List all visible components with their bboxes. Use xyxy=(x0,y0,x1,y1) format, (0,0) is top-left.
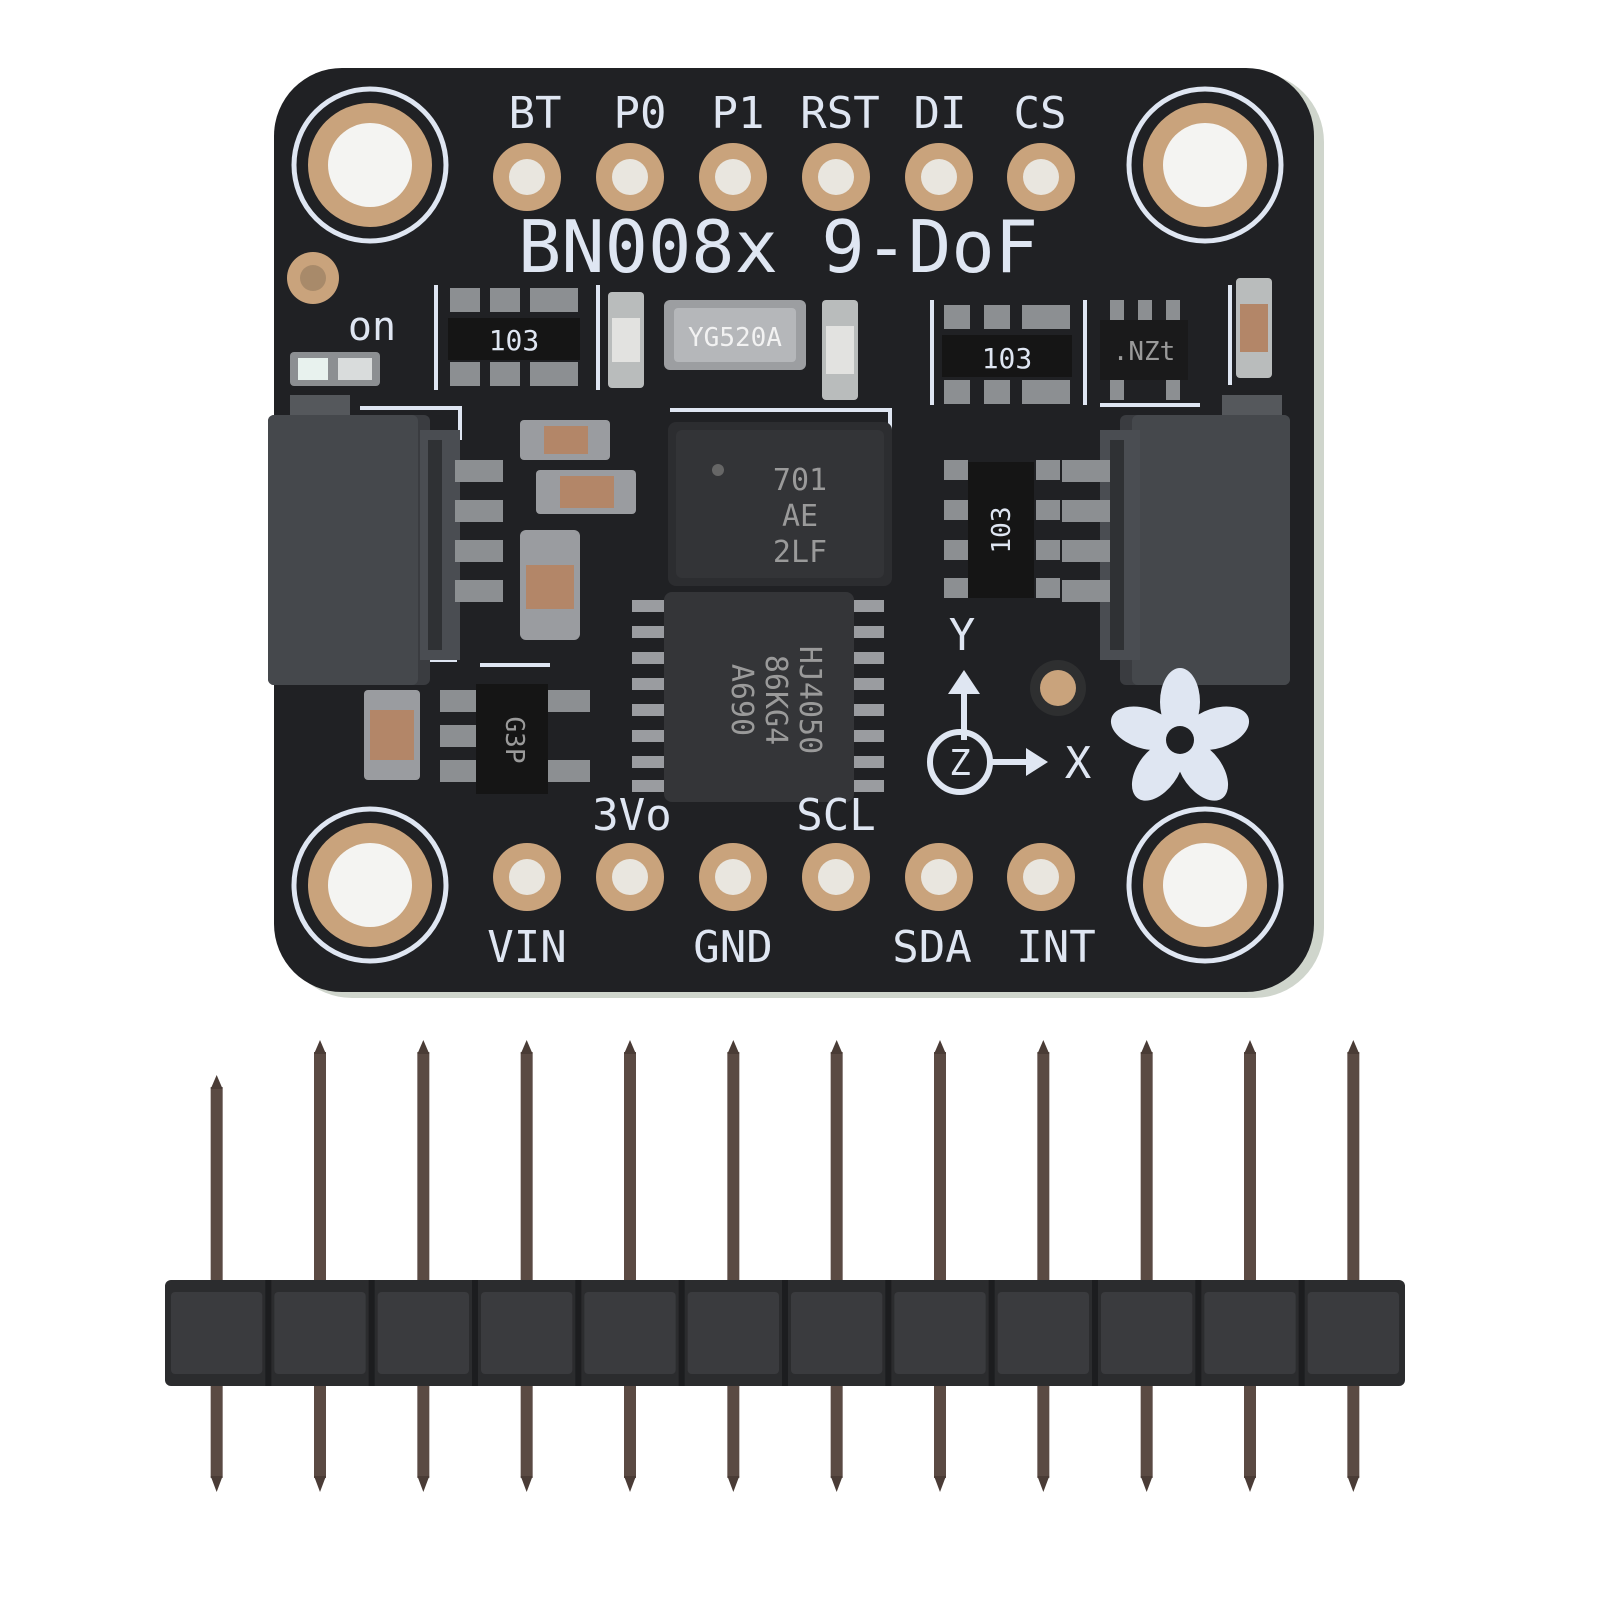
bottom-pads xyxy=(493,843,1075,911)
pin-label-di: DI xyxy=(914,88,967,139)
resistor-network-mid: 103 xyxy=(944,460,1060,598)
pad xyxy=(699,143,767,211)
transistor: G3P xyxy=(440,684,590,794)
pin-label-sda: SDA xyxy=(892,922,971,973)
pin-label-scl: SCL xyxy=(796,790,875,841)
pin-header-strip xyxy=(165,1040,1405,1492)
level-shifter-line-3: A690 xyxy=(724,664,759,736)
power-led: on xyxy=(287,252,396,386)
pin-label-cs: CS xyxy=(1014,88,1067,139)
crystal: YG520A xyxy=(664,300,806,370)
header-segment xyxy=(481,1292,573,1374)
top-pin-labels: BT P0 P1 RST DI CS xyxy=(509,88,1067,139)
sensor-chip: 701 AE 2LF xyxy=(668,422,892,586)
mounting-hole-top-right xyxy=(1126,86,1284,244)
pin-label-int: INT xyxy=(1016,922,1095,973)
pad xyxy=(596,143,664,211)
header-segment xyxy=(1307,1292,1399,1374)
resistor-right-label: 103 xyxy=(982,342,1033,375)
header-pin xyxy=(1244,1040,1256,1492)
pin-label-p1: P1 xyxy=(712,88,765,139)
pin-label-bt: BT xyxy=(509,88,562,139)
header-segment xyxy=(584,1292,676,1374)
header-pin xyxy=(624,1040,636,1492)
board-title: BN008x 9-DoF xyxy=(518,205,1038,289)
pin-label-p0: P0 xyxy=(614,88,667,139)
pin-label-3vo: 3Vo xyxy=(592,790,671,841)
pad xyxy=(802,843,870,911)
header-segment xyxy=(687,1292,779,1374)
resistor-left-label: 103 xyxy=(489,324,540,357)
axis-indicator: Y Z X xyxy=(927,610,1092,795)
sensor-chip-line-2: AE xyxy=(782,499,818,534)
transistor-label: G3P xyxy=(499,717,529,764)
header-pin xyxy=(520,1040,533,1492)
flower-logo xyxy=(1110,668,1250,801)
header-pin xyxy=(830,1040,843,1492)
crystal-label: YG520A xyxy=(688,323,782,353)
axis-x-label: X xyxy=(1065,738,1092,789)
axis-y-label: Y xyxy=(949,610,976,661)
resistor-network-right: 103 xyxy=(942,305,1072,404)
pad xyxy=(596,843,664,911)
mounting-hole-bottom-left xyxy=(291,806,449,964)
pin-label-vin: VIN xyxy=(487,922,566,973)
header-segment xyxy=(791,1292,883,1374)
small-chip-label: .NZt xyxy=(1113,337,1176,367)
header-segment xyxy=(274,1292,366,1374)
small-chip: .NZt xyxy=(1100,300,1188,400)
sensor-chip-line-1: 701 xyxy=(773,463,827,498)
pad xyxy=(493,143,561,211)
header-pin xyxy=(1140,1040,1153,1492)
pad xyxy=(699,843,767,911)
pad xyxy=(1007,143,1075,211)
pad xyxy=(905,143,973,211)
pad xyxy=(493,843,561,911)
level-shifter-line-1: HJ4050 xyxy=(792,646,827,754)
header-segment xyxy=(894,1292,986,1374)
stemma-connector-left xyxy=(268,395,503,685)
mounting-hole-top-left xyxy=(291,86,449,244)
pad xyxy=(1007,843,1075,911)
sensor-chip-line-3: 2LF xyxy=(773,535,827,570)
header-pin xyxy=(314,1040,326,1492)
header-pin xyxy=(417,1040,430,1492)
level-shifter-chip: HJ4050 86KG4 A690 xyxy=(632,592,884,802)
pin-label-gnd: GND xyxy=(693,922,772,973)
header-segment xyxy=(171,1292,263,1374)
header-pin xyxy=(727,1040,740,1492)
header-segment xyxy=(377,1292,469,1374)
header-pin xyxy=(1347,1040,1360,1492)
resistor-network-left: 103 xyxy=(448,288,580,386)
header-segment xyxy=(997,1292,1089,1374)
breakout-board: BT P0 P1 RST DI CS BN008x 9-DoF on xyxy=(268,68,1324,998)
resistor-mid-label: 103 xyxy=(987,507,1017,554)
mounting-hole-bottom-right xyxy=(1126,806,1284,964)
top-pads xyxy=(493,143,1075,211)
header-pin xyxy=(934,1040,946,1492)
pin-label-rst: RST xyxy=(800,88,879,139)
pad xyxy=(905,843,973,911)
led-label: on xyxy=(348,304,396,350)
header-segment xyxy=(1204,1292,1296,1374)
header-pin xyxy=(210,1075,223,1492)
level-shifter-line-2: 86KG4 xyxy=(758,655,793,745)
axis-z-label: Z xyxy=(949,743,971,784)
header-pin xyxy=(1037,1040,1050,1492)
stemma-connector-right xyxy=(1062,395,1290,685)
pad xyxy=(802,143,870,211)
header-segment xyxy=(1101,1292,1193,1374)
